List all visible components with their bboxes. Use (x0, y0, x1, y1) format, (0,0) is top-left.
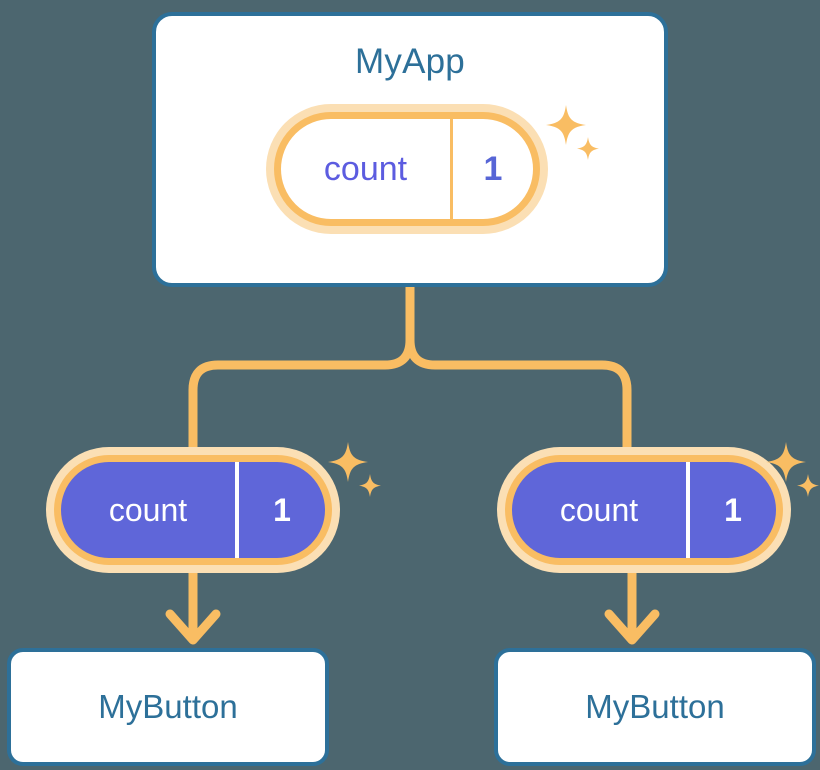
sparkle-star-icon (328, 442, 368, 482)
component-label: MyButton (98, 688, 238, 725)
wire-parent-to-right-child (405, 282, 632, 475)
state-pill-parent[interactable]: count 1 (274, 112, 540, 226)
component-card-mybutton-left[interactable]: MyButton (7, 648, 329, 766)
component-label: MyButton (585, 688, 725, 725)
state-pill-key: count (61, 462, 239, 558)
sparkle-star-small-icon (359, 474, 381, 497)
arrow-down-icon-right (604, 609, 660, 645)
state-pill-key: count (512, 462, 690, 558)
wire-parent-to-left-child (188, 282, 415, 475)
state-pill-value: 1 (483, 149, 503, 188)
component-card-mybutton-right[interactable]: MyButton (494, 648, 816, 766)
state-pill-value: 1 (273, 491, 291, 528)
state-pill-child-right[interactable]: count 1 (505, 455, 783, 565)
sparkle-group-left (328, 442, 381, 497)
sparkle-star-small-icon (797, 474, 819, 497)
state-pill-value: 1 (724, 491, 742, 528)
arrow-down-icon-left (165, 609, 221, 645)
state-pill-child-left[interactable]: count 1 (54, 455, 332, 565)
state-pill-key: count (281, 119, 453, 219)
page-title: MyApp (355, 42, 465, 81)
